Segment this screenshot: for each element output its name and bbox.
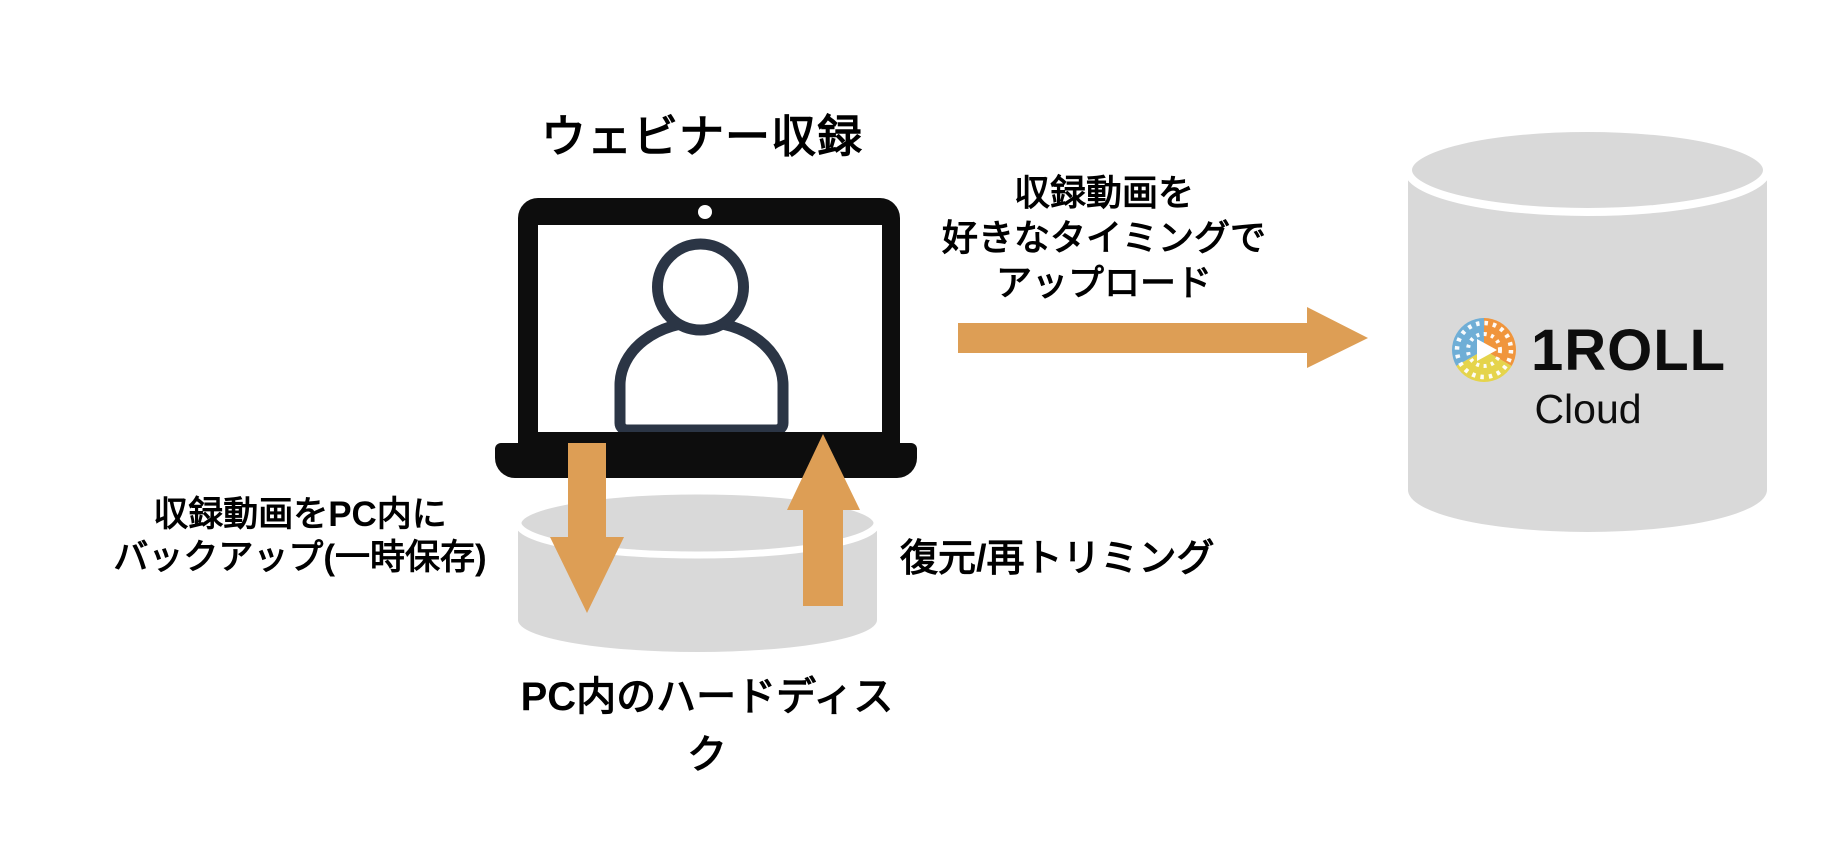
upload-arrow-icon	[958, 307, 1368, 368]
laptop-base	[495, 443, 917, 478]
laptop-screen	[538, 225, 882, 432]
upload-line-2: 好きなタイミングで	[941, 217, 1266, 258]
upload-line-3: アップロード	[995, 262, 1212, 303]
backup-annotation: 収録動画をPC内に バックアップ(一時保存)	[55, 493, 545, 579]
harddisk-caption: PC内のハードディスク	[520, 675, 894, 777]
restore-annotation: 復元/再トリミング	[900, 538, 1215, 580]
upload-line-1: 収録動画を	[1013, 172, 1194, 213]
webinar-title: ウェビナー収録	[540, 111, 863, 162]
restore-up-arrow-icon	[787, 434, 860, 606]
upload-annotation: 収録動画を 好きなタイミングで アップロード	[904, 170, 1304, 305]
webcam-dot-icon	[698, 205, 712, 219]
laptop-lid	[518, 198, 900, 443]
person-icon	[614, 238, 789, 432]
cloud-sub-text: Cloud	[1534, 386, 1642, 432]
cloud-brand-text: 1ROLL	[1530, 317, 1727, 383]
cloud-logo: 1ROLL	[1404, 316, 1772, 384]
backup-line-1: 収録動画をPC内に	[153, 495, 447, 534]
backup-line-2: バックアップ(一時保存)	[113, 538, 487, 577]
cloud-cylinder	[1404, 124, 1771, 532]
backup-down-arrow-icon	[550, 443, 624, 613]
filmroll-logo-icon	[1451, 318, 1516, 382]
